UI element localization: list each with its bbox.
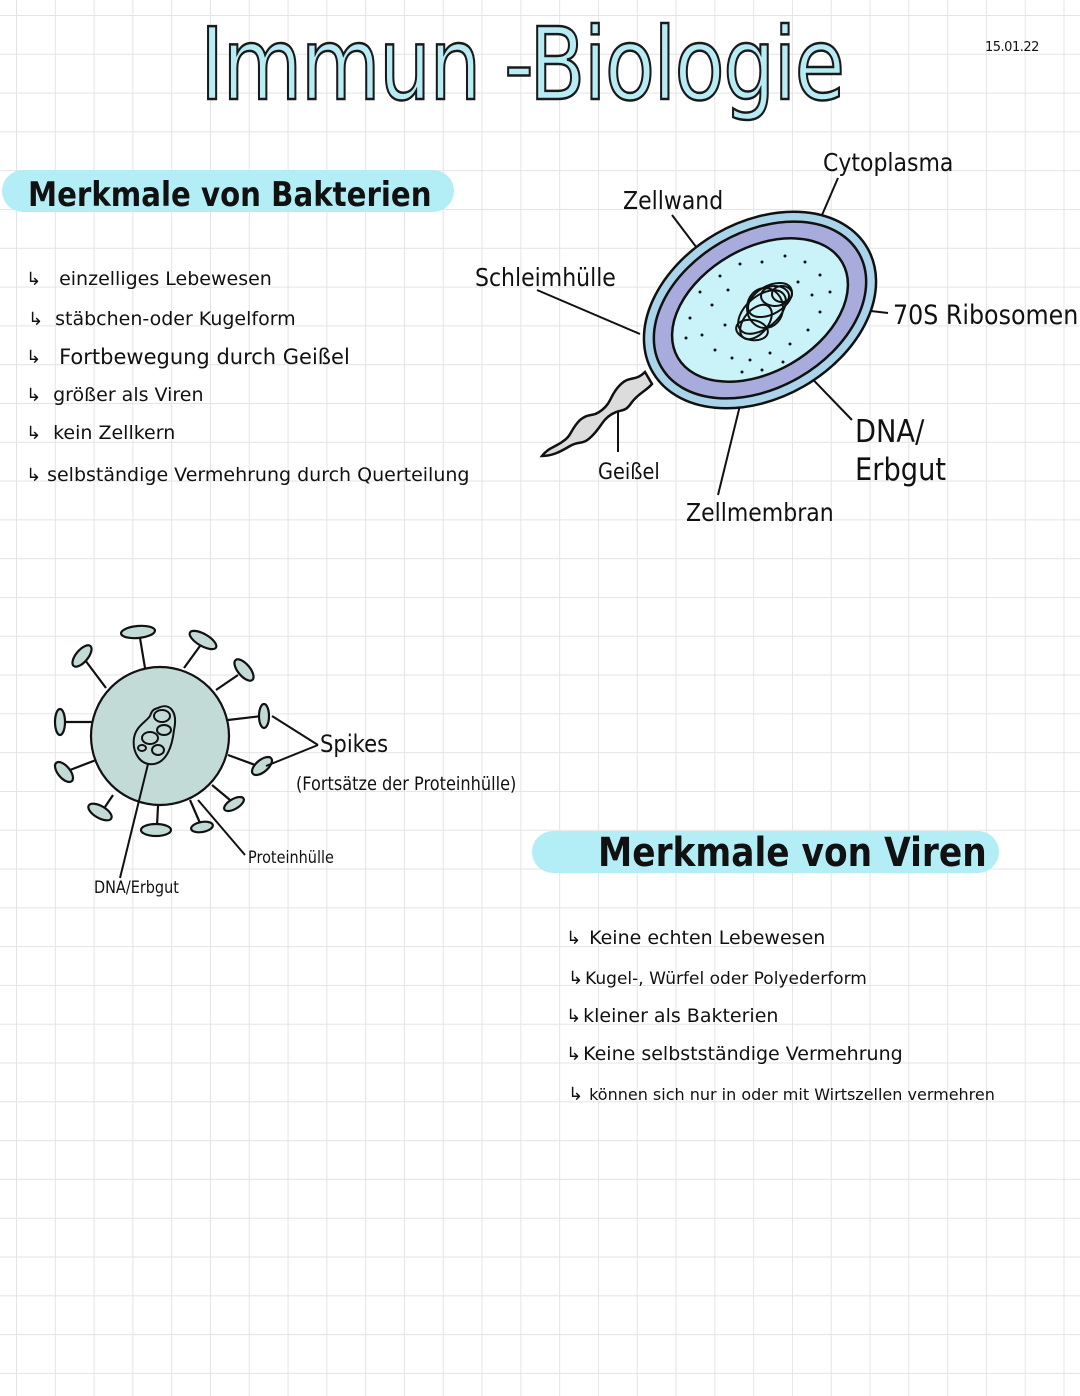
bullet-arrow-icon: ↳ [26,384,42,406]
list-item-text: stäbchen-oder Kugelform [55,308,296,330]
label-dna-line1: DNA/ [855,414,925,450]
bullet-arrow-icon: ↳ [566,1005,582,1027]
list-item: ↳ selbständige Vermehrung durch Querteil… [26,464,469,486]
list-item-text: kleiner als Bakterien [583,1005,779,1027]
bullet-arrow-icon: ↳ [566,1043,582,1065]
list-item-text: Kugel-, Würfel oder Polyederform [585,968,867,989]
bullet-arrow-icon: ↳ [26,268,42,290]
label-proteinhuelle: Proteinhülle [248,848,334,868]
bullet-arrow-icon: ↳ [28,308,44,330]
list-item: ↳ einzelliges Lebewesen [26,268,272,290]
page-title: Immun -Biologie [199,5,846,125]
viren-heading-highlight [532,831,999,873]
bullet-arrow-icon: ↳ [568,1084,584,1105]
bullet-arrow-icon: ↳ [26,464,42,486]
label-cytoplasma: Cytoplasma [823,148,954,177]
label-geissel: Geißel [598,460,660,485]
bullet-arrow-icon: ↳ [26,422,42,444]
label-schleimhuelle: Schleimhülle [475,263,616,292]
bakterien-heading: Merkmale von Bakterien [28,175,432,215]
label-spikes-note: (Fortsätze der Proteinhülle) [296,773,517,795]
bullet-arrow-icon: ↳ [26,346,42,368]
list-item-text: Keine selbstständige Vermehrung [583,1043,903,1065]
list-item: ↳ Keine echten Lebewesen [566,927,825,949]
list-item-text: einzelliges Lebewesen [59,268,272,290]
list-item: ↳ Kugel-, Würfel oder Polyederform [568,968,867,989]
list-item: ↳ kleiner als Bakterien [566,1005,778,1027]
list-item: ↳ größer als Viren [26,384,204,406]
list-item: ↳ Keine selbstständige Vermehrung [566,1043,903,1065]
bullet-arrow-icon: ↳ [566,927,582,949]
virus-diagram [53,624,319,879]
list-item-text: können sich nur in oder mit Wirtszellen … [589,1085,995,1104]
list-item-text: kein Zellkern [53,422,176,444]
viren-heading: Merkmale von Viren [598,830,987,876]
list-item-text: größer als Viren [53,384,204,406]
list-item: ↳ können sich nur in oder mit Wirtszelle… [568,1084,995,1105]
label-dna-line2: Erbgut [855,452,947,488]
label-zellwand: Zellwand [623,186,724,215]
label-spikes: Spikes [320,730,389,758]
list-item-text: Fortbewegung durch Geißel [59,345,350,369]
bakterien-heading-highlight [2,170,454,212]
label-ribosomen: 70S Ribosomen [893,300,1079,331]
list-item-text: selbständige Vermehrung durch Querteilun… [47,464,470,486]
flagellum-shape [539,369,654,458]
date-label: 15.01.22 [985,40,1039,55]
label-zellmembran: Zellmembran [686,498,834,527]
list-item: ↳ Fortbewegung durch Geißel [26,345,350,369]
bullet-arrow-icon: ↳ [568,968,584,989]
list-item: ↳ kein Zellkern [26,422,175,444]
label-virus-dna: DNA/Erbgut [94,878,179,898]
bacterium-diagram [536,177,889,496]
list-item-text: Keine echten Lebewesen [589,927,826,949]
list-item: ↳ stäbchen-oder Kugelform [28,308,296,330]
